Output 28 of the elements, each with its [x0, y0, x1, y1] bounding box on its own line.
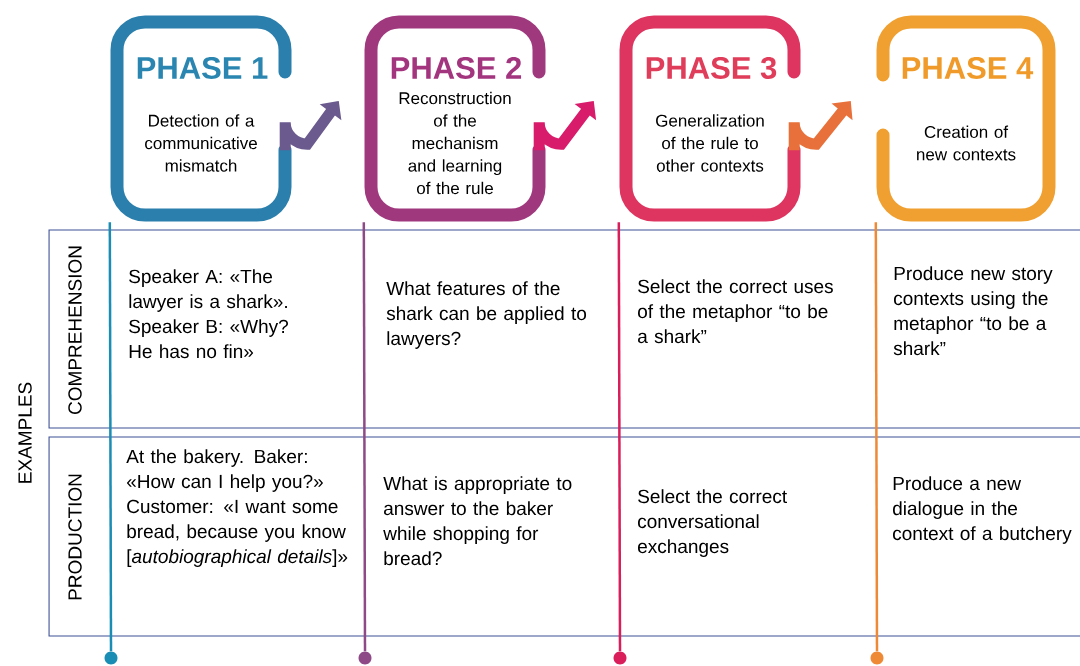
node-text: PHASE 2 Reconstruction of the mechanism and learning of the rule [391, 57, 522, 195]
table-cell-text: At the bakery. Baker: «How can I help you?» Customer: «I want some bread, because you know [autobiographical details]» [126, 449, 348, 567]
phase-description: Creation of new contexts [917, 125, 1016, 161]
phase-description: Reconstruction of the mechanism and learning of the rule [399, 91, 511, 195]
table-cell-text: Select the correct conversational exchanges [638, 489, 787, 557]
arrow [788, 101, 853, 151]
timeline-line [362, 222, 367, 652]
timeline-line [874, 222, 879, 652]
phase-heading: PHASE 2 [391, 57, 522, 79]
phase-heading: PHASE 3 [646, 57, 777, 79]
node-text: PHASE 3 Generalization of the rule to other contexts [646, 57, 777, 172]
phase-heading: PHASE 4 [902, 57, 1034, 79]
row-header: COMPREHENSION [68, 246, 82, 414]
table-cell-text: Produce a new dialogue in the context of a butchery [893, 476, 1072, 544]
table-cell-text: What features of the shark can be applied to lawyers? [386, 281, 587, 349]
section-label: EXAMPLES [18, 382, 32, 483]
phase-heading: PHASE 1 [137, 57, 268, 79]
phase-description: Generalization of the rule to other contexts [656, 114, 764, 172]
table-cell-text: Speaker A: «The lawyer is a shark». Speaker B: «Why? He has no fin» [129, 269, 288, 359]
timeline-line [108, 222, 113, 652]
table-cell-text: Produce new story contexts using the metaphor “to be a shark” [893, 266, 1053, 356]
node-text: PHASE 1 Detection of a communicative mismatch [137, 57, 268, 172]
table-cell-text: What is appropriate to answer to the baker while shopping for bread? [383, 476, 572, 566]
row-header: PRODUCTION [68, 474, 82, 600]
timeline-line [617, 222, 622, 652]
phase-description: Detection of a communicative mismatch [145, 114, 257, 172]
node-text: PHASE 4 Creation of new contexts [902, 57, 1034, 161]
table-cell-text: Select the correct uses of the metaphor “to be a shark” [638, 279, 833, 344]
